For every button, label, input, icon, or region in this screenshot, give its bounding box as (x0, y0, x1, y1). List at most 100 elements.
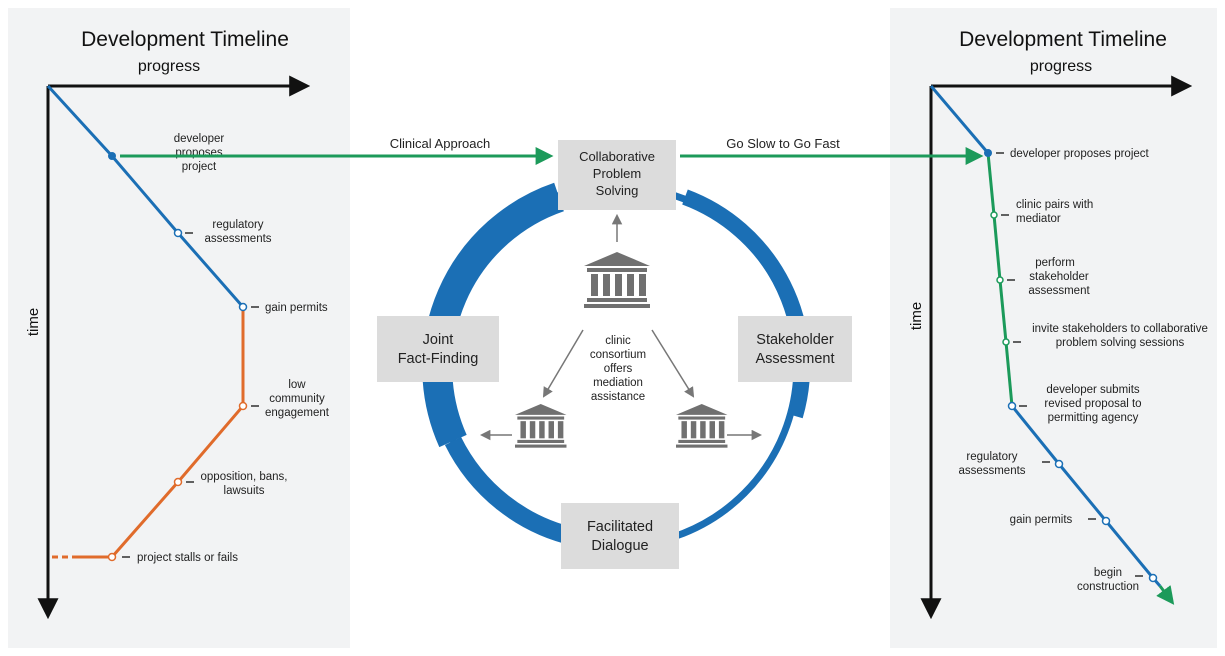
right-blue-start-path (929, 85, 990, 154)
right-node-permits (1101, 516, 1111, 526)
right-panel-background (890, 8, 1217, 648)
clinic-building-icon-top (584, 252, 650, 308)
svg-text:Problem: Problem (593, 166, 641, 181)
svg-text:construction: construction (1077, 581, 1139, 593)
right-node-stakeholder (996, 276, 1004, 284)
svg-text:Assessment: Assessment (756, 351, 835, 367)
stage-collaborative-problem-solving: Collaborative Problem Solving (558, 140, 676, 210)
right-milestone-permits: gain permits (1010, 514, 1096, 526)
left-timeline-panel: Development Timeline progress time devel… (8, 8, 350, 648)
right-node-invite (1002, 338, 1010, 346)
left-panel-background (8, 8, 350, 648)
svg-text:assistance: assistance (591, 391, 645, 403)
right-node-proposes (984, 149, 992, 157)
svg-text:offers: offers (604, 363, 633, 375)
cycle-diagram: Collaborative Problem Solving Joint Fact… (377, 140, 852, 569)
right-milestone-invite: invite stakeholders to collaborative pro… (1013, 323, 1208, 349)
right-node-clinic-pairs (990, 211, 998, 219)
left-y-axis-label: time (25, 308, 42, 336)
svg-text:developer: developer (174, 133, 225, 145)
svg-text:Joint: Joint (423, 332, 454, 348)
left-blue-path (46, 84, 245, 308)
go-slow-label: Go Slow to Go Fast (726, 136, 840, 151)
cycle-arc-bottom (444, 436, 578, 546)
right-panel-title: Development Timeline (959, 28, 1167, 51)
left-milestone-stalls: project stalls or fails (122, 552, 238, 564)
svg-text:opposition, bans,: opposition, bans, (201, 471, 288, 483)
svg-text:clinic: clinic (605, 335, 631, 347)
center-mediation-text: clinic consortium offers mediation assis… (590, 335, 646, 403)
right-x-axis-label: progress (1030, 58, 1092, 75)
svg-text:regulatory: regulatory (212, 219, 263, 231)
left-x-axis-label: progress (138, 58, 200, 75)
svg-text:Dialogue: Dialogue (591, 538, 648, 554)
right-milestone-construction: begin construction (1077, 567, 1143, 593)
stage-facilitated-dialogue: Facilitated Dialogue (561, 503, 679, 569)
right-node-construction (1148, 573, 1158, 583)
left-node-low-engagement (238, 401, 248, 411)
left-milestone-opposition: opposition, bans, lawsuits (186, 471, 287, 497)
svg-text:community: community (269, 393, 325, 405)
stage-joint-fact-finding: Joint Fact-Finding (377, 316, 499, 382)
svg-text:Collaborative: Collaborative (579, 149, 655, 164)
left-node-stalls (107, 552, 117, 562)
svg-text:regulatory: regulatory (966, 451, 1017, 463)
svg-text:low: low (288, 379, 306, 391)
go-slow-connector: Go Slow to Go Fast (680, 136, 984, 165)
clinic-building-icon-left (515, 404, 567, 448)
cycle-arc-left (422, 182, 565, 448)
right-y-axis-label: time (908, 302, 925, 330)
right-milestone-stakeholder: perform stakeholder assessment (1007, 257, 1090, 297)
svg-text:gain permits: gain permits (1010, 514, 1073, 526)
svg-text:Facilitated: Facilitated (587, 519, 653, 535)
svg-text:project stalls or fails: project stalls or fails (137, 552, 238, 564)
svg-text:engagement: engagement (265, 407, 330, 419)
right-milestone-clinic-pairs: clinic pairs with mediator (1001, 199, 1093, 225)
arrow-to-right-building (651, 329, 695, 398)
clinical-approach-label: Clinical Approach (390, 136, 490, 151)
svg-text:project: project (182, 161, 217, 173)
svg-text:mediation: mediation (593, 377, 643, 389)
left-node-permits (238, 302, 248, 312)
right-node-submits (1007, 401, 1017, 411)
right-timeline-panel: Development Timeline progress time devel… (890, 8, 1217, 648)
right-milestone-proposes: developer proposes project (996, 148, 1150, 160)
cycle-arc-right (682, 189, 811, 419)
svg-text:Fact-Finding: Fact-Finding (398, 351, 479, 367)
svg-text:Solving: Solving (596, 183, 639, 198)
right-green-end-arrow (1156, 585, 1175, 605)
svg-text:assessments: assessments (958, 465, 1025, 477)
clinic-building-icon-right (676, 404, 728, 448)
svg-text:Stakeholder: Stakeholder (756, 332, 834, 348)
svg-text:consortium: consortium (590, 349, 646, 361)
stage-stakeholder-assessment: Stakeholder Assessment (738, 316, 852, 382)
svg-text:developer proposes project: developer proposes project (1010, 148, 1150, 160)
right-node-regulatory (1054, 459, 1064, 469)
svg-text:assessments: assessments (204, 233, 271, 245)
right-milestone-submits: developer submits revised proposal to pe… (1019, 384, 1142, 424)
svg-text:stakeholder: stakeholder (1029, 271, 1089, 283)
left-node-opposition (173, 477, 183, 487)
left-node-regulatory (173, 228, 183, 238)
left-milestone-low-engagement: low community engagement (251, 379, 330, 419)
svg-text:perform: perform (1035, 257, 1075, 269)
arrow-to-left-building (542, 329, 584, 398)
svg-text:gain permits: gain permits (265, 302, 328, 314)
svg-text:clinic pairs with: clinic pairs with (1016, 199, 1093, 211)
clinical-approach-connector: Clinical Approach (120, 136, 554, 165)
svg-text:lawsuits: lawsuits (224, 485, 265, 497)
svg-text:begin: begin (1094, 567, 1122, 579)
svg-text:invite stakeholders to collabo: invite stakeholders to collaborative (1032, 323, 1208, 335)
svg-text:revised proposal to: revised proposal to (1044, 398, 1141, 410)
svg-text:problem solving sessions: problem solving sessions (1056, 337, 1185, 349)
right-milestone-regulatory: regulatory assessments (958, 451, 1050, 477)
svg-text:permitting agency: permitting agency (1048, 412, 1139, 424)
svg-text:mediator: mediator (1016, 213, 1061, 225)
svg-text:developer submits: developer submits (1046, 384, 1140, 396)
left-milestone-regulatory: regulatory assessments (185, 219, 272, 245)
left-panel-title: Development Timeline (81, 28, 289, 51)
left-node-proposes (108, 152, 116, 160)
left-milestone-permits: gain permits (251, 302, 328, 314)
svg-text:assessment: assessment (1028, 285, 1090, 297)
